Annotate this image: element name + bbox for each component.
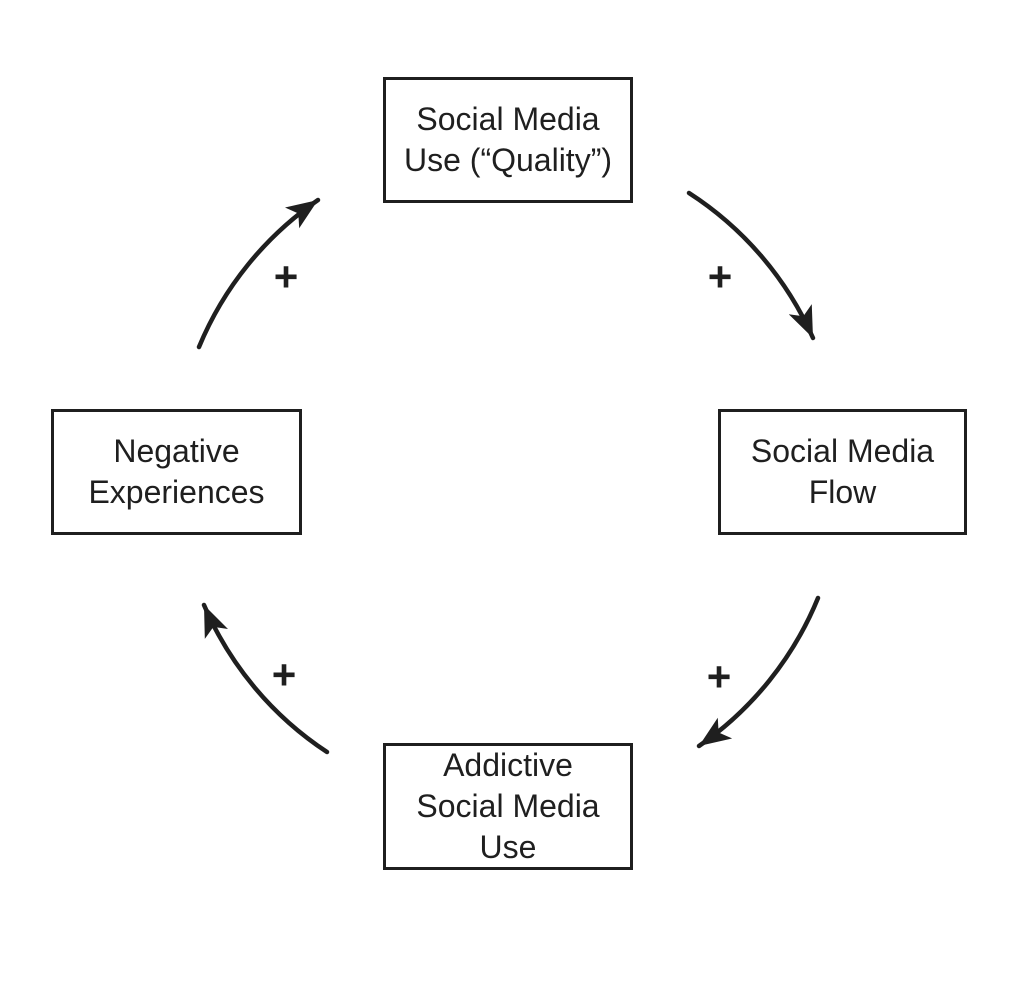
arrow-right-to-bottom (696, 595, 821, 749)
plus-sign-top-to-right: + (707, 253, 733, 300)
arrow-left-to-top (196, 197, 321, 350)
plus-sign-bottom-to-left: + (271, 651, 297, 698)
node-social-media-use-quality: Social Media Use (“Quality”) (383, 77, 633, 203)
plus-sign-left-to-top: + (273, 253, 299, 300)
node-negative-experiences: Negative Experiences (51, 409, 302, 535)
arrow-top-to-right (686, 190, 816, 341)
node-addictive-social-media-use: Addictive Social Media Use (383, 743, 633, 870)
node-addictive-social-media-use-label: Addictive Social Media Use (416, 747, 600, 865)
arrow-bottom-to-left (201, 602, 330, 755)
plus-sign-right-to-bottom: + (706, 653, 732, 700)
node-social-media-flow: Social Media Flow (718, 409, 967, 535)
node-social-media-use-quality-label: Social Media Use (“Quality”) (403, 101, 612, 178)
node-negative-experiences-label: Negative Experiences (88, 433, 265, 510)
node-social-media-flow-label: Social Media Flow (750, 433, 935, 510)
